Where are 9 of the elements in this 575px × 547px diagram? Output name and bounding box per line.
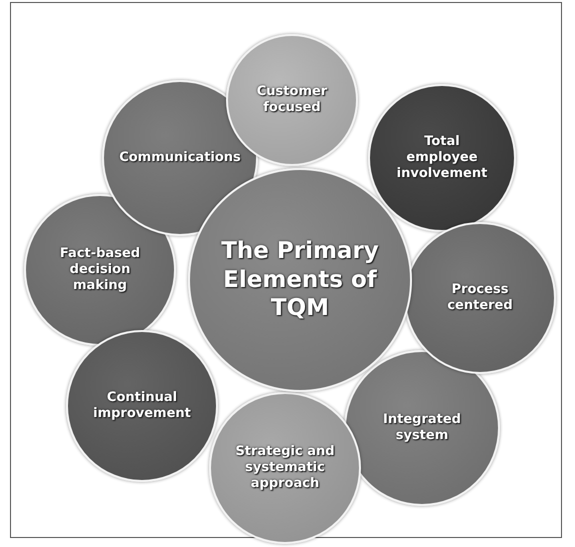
- circle-label: Communications: [119, 150, 241, 166]
- circle-label: Total employee involvement: [396, 134, 488, 182]
- circle-label: Continual improvement: [92, 390, 192, 422]
- circle-label: Fact-based decision making: [58, 246, 142, 294]
- circle-label: The Primary Elements of TQM: [220, 236, 380, 324]
- circle-label: Customer focused: [256, 84, 328, 116]
- circle-label: Process centered: [446, 282, 514, 314]
- circle-label: Strategic and systematic approach: [234, 444, 336, 492]
- circle-label: Integrated system: [382, 412, 462, 444]
